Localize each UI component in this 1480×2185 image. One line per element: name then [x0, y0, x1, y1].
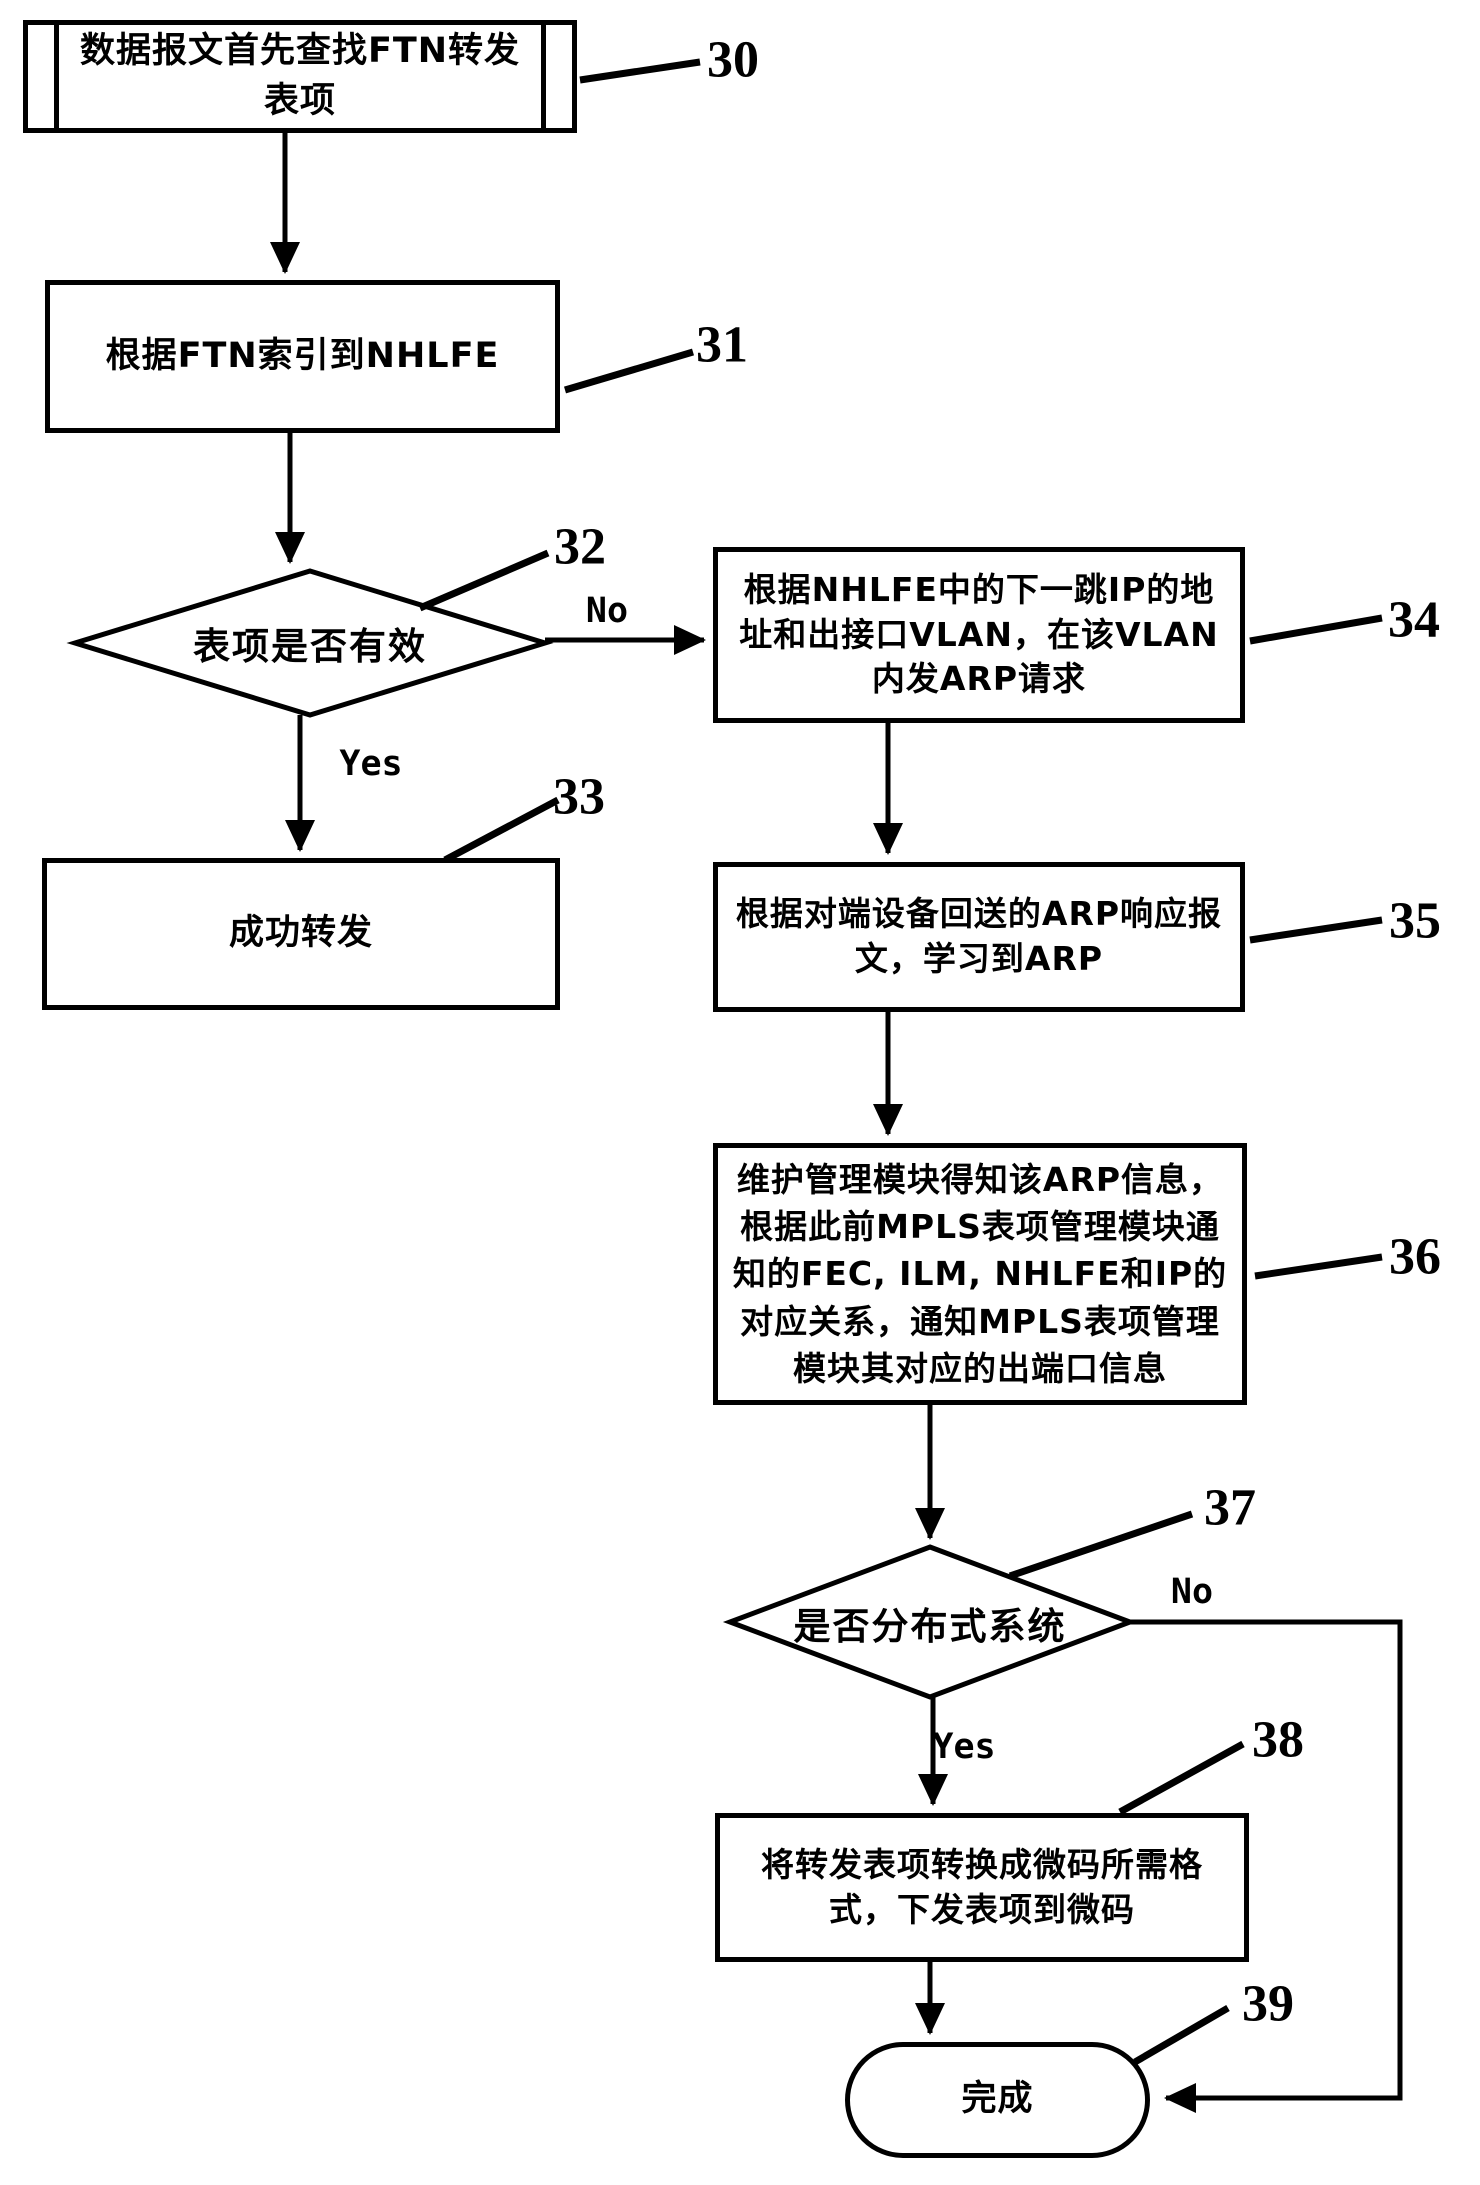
- leader-32: [418, 549, 550, 612]
- ref-label-30: 30: [707, 31, 759, 89]
- ref-label-39: 39: [1242, 1975, 1294, 2033]
- node-36-box: 维护管理模块得知该ARP信息，根据此前MPLS表项管理模块通知的FEC, ILM…: [713, 1143, 1247, 1405]
- node-37-text: 是否分布式系统: [793, 1605, 1067, 1648]
- node-38-text: 将转发表项转换成微码所需格式，下发表项到微码: [761, 1844, 1203, 1929]
- ref-label-36: 36: [1389, 1228, 1441, 1286]
- leader-34: [1249, 614, 1383, 645]
- edge-label-yes-37: Yes: [932, 1727, 996, 1767]
- ref-label-37: 37: [1204, 1479, 1256, 1537]
- ref-label-32: 32: [554, 518, 606, 576]
- edge-label-yes-32: Yes: [339, 744, 403, 784]
- leader-37: [1008, 1510, 1194, 1580]
- node-31-box: 根据FTN索引到NHLFE: [45, 280, 560, 433]
- leader-35: [1249, 916, 1383, 944]
- ref-label-35: 35: [1389, 892, 1441, 950]
- node-33-box: 成功转发: [42, 858, 560, 1010]
- node-35-text: 根据对端设备回送的ARP响应报文，学习到ARP: [735, 894, 1223, 978]
- node-38-box: 将转发表项转换成微码所需格式，下发表项到微码: [715, 1813, 1249, 1962]
- node-39-terminator: 完成: [845, 2042, 1150, 2158]
- ref-label-38: 38: [1252, 1711, 1304, 1769]
- leader-33: [443, 796, 560, 864]
- node-39-text: 完成: [961, 2079, 1034, 2120]
- ref-label-33: 33: [553, 768, 605, 826]
- ref-label-34: 34: [1388, 591, 1440, 649]
- node-36-text: 维护管理模块得知该ARP信息，根据此前MPLS表项管理模块通知的FEC, ILM…: [732, 1160, 1228, 1388]
- leader-39: [1133, 2004, 1230, 2066]
- node-30-text: 数据报文首先查找FTN转发表项: [79, 30, 521, 121]
- node-30-box: 数据报文首先查找FTN转发表项: [23, 20, 577, 133]
- node-31-text: 根据FTN索引到NHLFE: [105, 335, 500, 376]
- node-33-text: 成功转发: [228, 913, 373, 954]
- leader-38: [1118, 1740, 1245, 1816]
- node-35-box: 根据对端设备回送的ARP响应报文，学习到ARP: [713, 862, 1245, 1012]
- edge-label-no-37: No: [1170, 1572, 1214, 1612]
- decision-37-diamond: [722, 1544, 1138, 1700]
- arrow-37-no-to-39: [1130, 1619, 1403, 2113]
- leader-30: [579, 58, 701, 84]
- node-30-left-bar: [54, 25, 59, 128]
- node-30-right-bar: [541, 25, 546, 128]
- edge-label-no-32: No: [585, 591, 629, 631]
- node-34-text: 根据NHLFE中的下一跳IP的地址和出接口VLAN，在该VLAN内发ARP请求: [739, 570, 1219, 699]
- leader-31: [564, 348, 694, 394]
- node-34-box: 根据NHLFE中的下一跳IP的地址和出接口VLAN，在该VLAN内发ARP请求: [713, 547, 1245, 723]
- node-32-text: 表项是否有效: [193, 625, 427, 668]
- ref-label-31: 31: [696, 316, 748, 374]
- leader-36: [1254, 1253, 1383, 1280]
